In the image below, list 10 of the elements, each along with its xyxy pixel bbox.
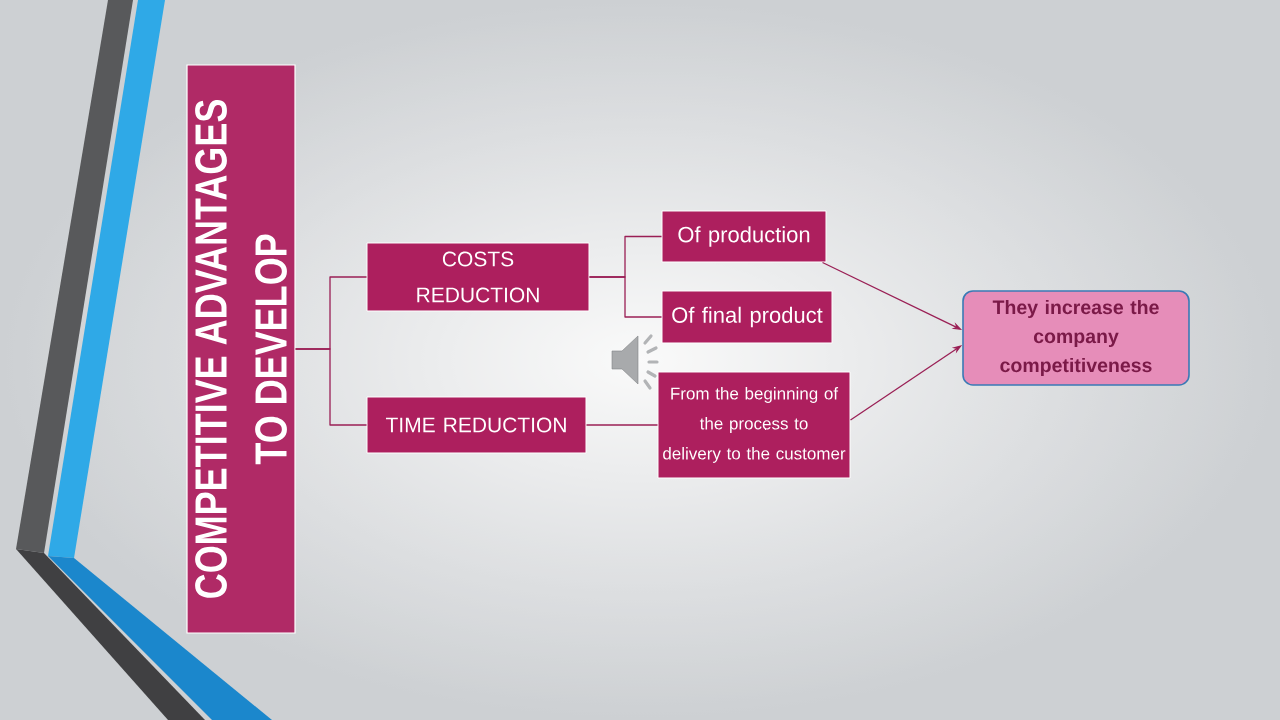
connector-line: [588, 276, 663, 318]
category-box: Of production: [661, 210, 827, 263]
category-box: Of final product: [661, 290, 833, 344]
category-box: From the beginning of the process to delivery to the customer: [657, 371, 851, 479]
result-box: They increase the company competitiveness: [962, 290, 1190, 386]
vertical-title-box: COMPETITIVE ADVANTAGES TO DEVELOP: [186, 64, 296, 634]
category-box: COSTS REDUCTION: [366, 242, 590, 312]
connector-line: [294, 348, 368, 426]
category-box: TIME REDUCTION: [366, 396, 587, 454]
connector-line: [585, 424, 659, 426]
